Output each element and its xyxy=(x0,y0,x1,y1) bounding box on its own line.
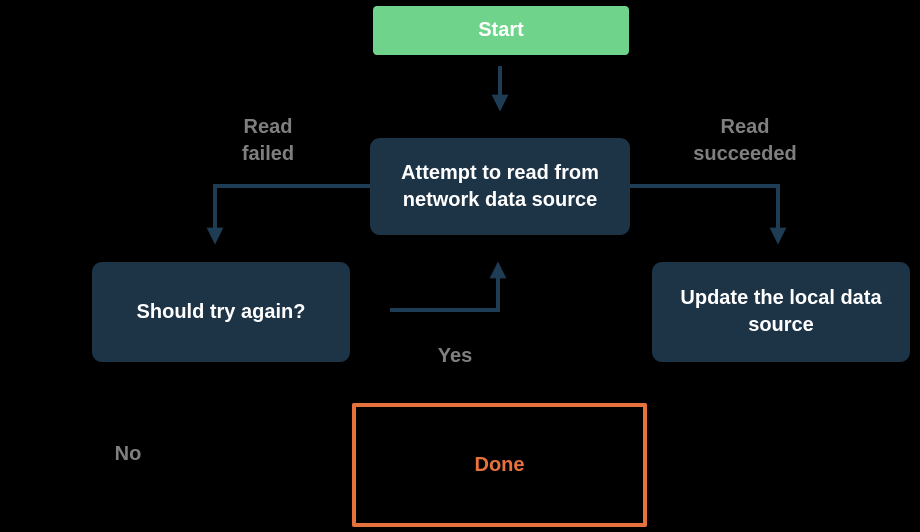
node-update-local-data-label: Update the local data source xyxy=(680,287,882,336)
node-attempt-read: Attempt to read from network data source xyxy=(370,138,630,235)
arrow-attempt-to-should-try xyxy=(206,184,370,245)
node-attempt-read-label: Attempt to read from network data source xyxy=(401,161,599,211)
node-done-label: Done xyxy=(474,453,525,476)
node-should-try-again: Should try again? xyxy=(92,262,350,362)
arrow-yes-to-attempt xyxy=(390,261,507,312)
node-done: Done xyxy=(352,403,647,527)
edge-label-read-succeeded: Read succeeded xyxy=(693,116,797,165)
edge-label-yes: Yes xyxy=(437,345,473,367)
edge-label-read-failed: Read failed xyxy=(241,116,295,165)
node-start-label: Start xyxy=(478,19,524,41)
node-start: Start xyxy=(373,6,629,55)
node-update-local-data: Update the local data source xyxy=(652,262,910,362)
arrow-attempt-to-update xyxy=(630,184,787,245)
node-should-try-again-label: Should try again? xyxy=(136,300,306,323)
edge-label-no: No xyxy=(114,443,142,465)
